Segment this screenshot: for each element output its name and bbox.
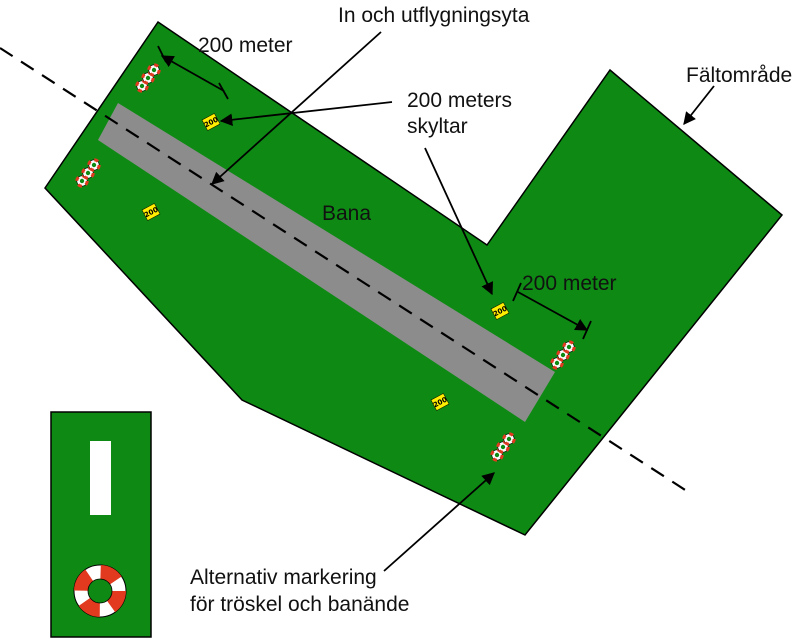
dimension-bottom xyxy=(512,282,592,340)
yellow-200-sign-icon: 200 xyxy=(141,203,161,221)
alt-marking-label-line1: Alternativ markering xyxy=(190,566,377,589)
field-area-polygon xyxy=(44,20,784,536)
field-area-label: Fältområde xyxy=(686,64,792,87)
alt-marking-label-line2: för tröskel och banände xyxy=(190,593,409,616)
dimension-top xyxy=(157,45,229,100)
centerline-dashed xyxy=(0,47,694,496)
leader-lines xyxy=(211,31,715,572)
yellow-200-sign-icon: 200 xyxy=(490,302,510,320)
yellow-200-sign-icon: 200 xyxy=(430,393,450,411)
threshold-bar-marker xyxy=(90,441,111,515)
yellow-200-sign-icon: 200 xyxy=(201,113,221,131)
approach-zone-label: In och utflygningsyta xyxy=(338,4,530,27)
runway-label: Bana xyxy=(322,202,371,225)
distance-top-label: 200 meter xyxy=(198,34,293,57)
lifebuoy-ring-icon xyxy=(73,564,127,618)
alternative-marking-panel xyxy=(50,411,152,638)
signs-label-line1: 200 meters xyxy=(407,89,512,112)
signs-label-line2: skyltar xyxy=(407,115,468,138)
distance-bottom-label: 200 meter xyxy=(522,272,617,295)
